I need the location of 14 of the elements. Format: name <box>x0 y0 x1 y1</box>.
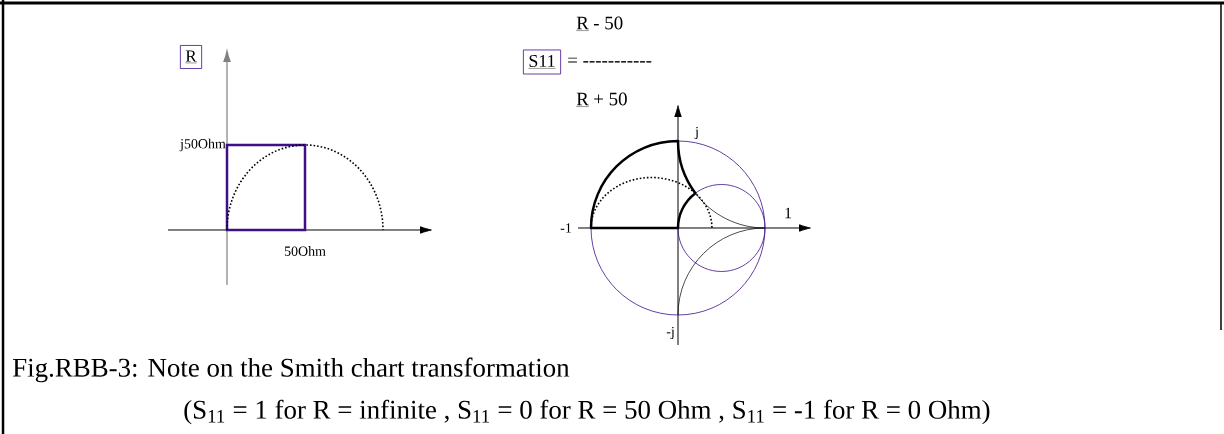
formula-text: R <box>576 92 590 107</box>
axis-label: -j <box>666 326 674 340</box>
formula-text: - 50 <box>593 16 623 30</box>
caption-text: (S$_{11}$ = 1 for R = infinite , S$_{11}$ = 0 for R = 50 Ohm , S$_{11}$ = -1 for R = 0 Ohm) <box>184 399 990 425</box>
symbol-box: S11 <box>523 49 562 75</box>
symbol-box: R <box>179 45 203 69</box>
axis-label: 1 <box>785 207 792 219</box>
formula-text: + 50 <box>594 92 627 106</box>
axis-label: -1 <box>560 223 571 233</box>
axis-label: j <box>694 126 698 140</box>
caption-text: Fig.RBB-3: Note on the Smith chart transformation <box>13 357 570 383</box>
axis-label: j50Ohm <box>179 138 226 152</box>
formula-text: R <box>576 16 590 31</box>
axis-label: 50Ohm <box>284 246 326 256</box>
